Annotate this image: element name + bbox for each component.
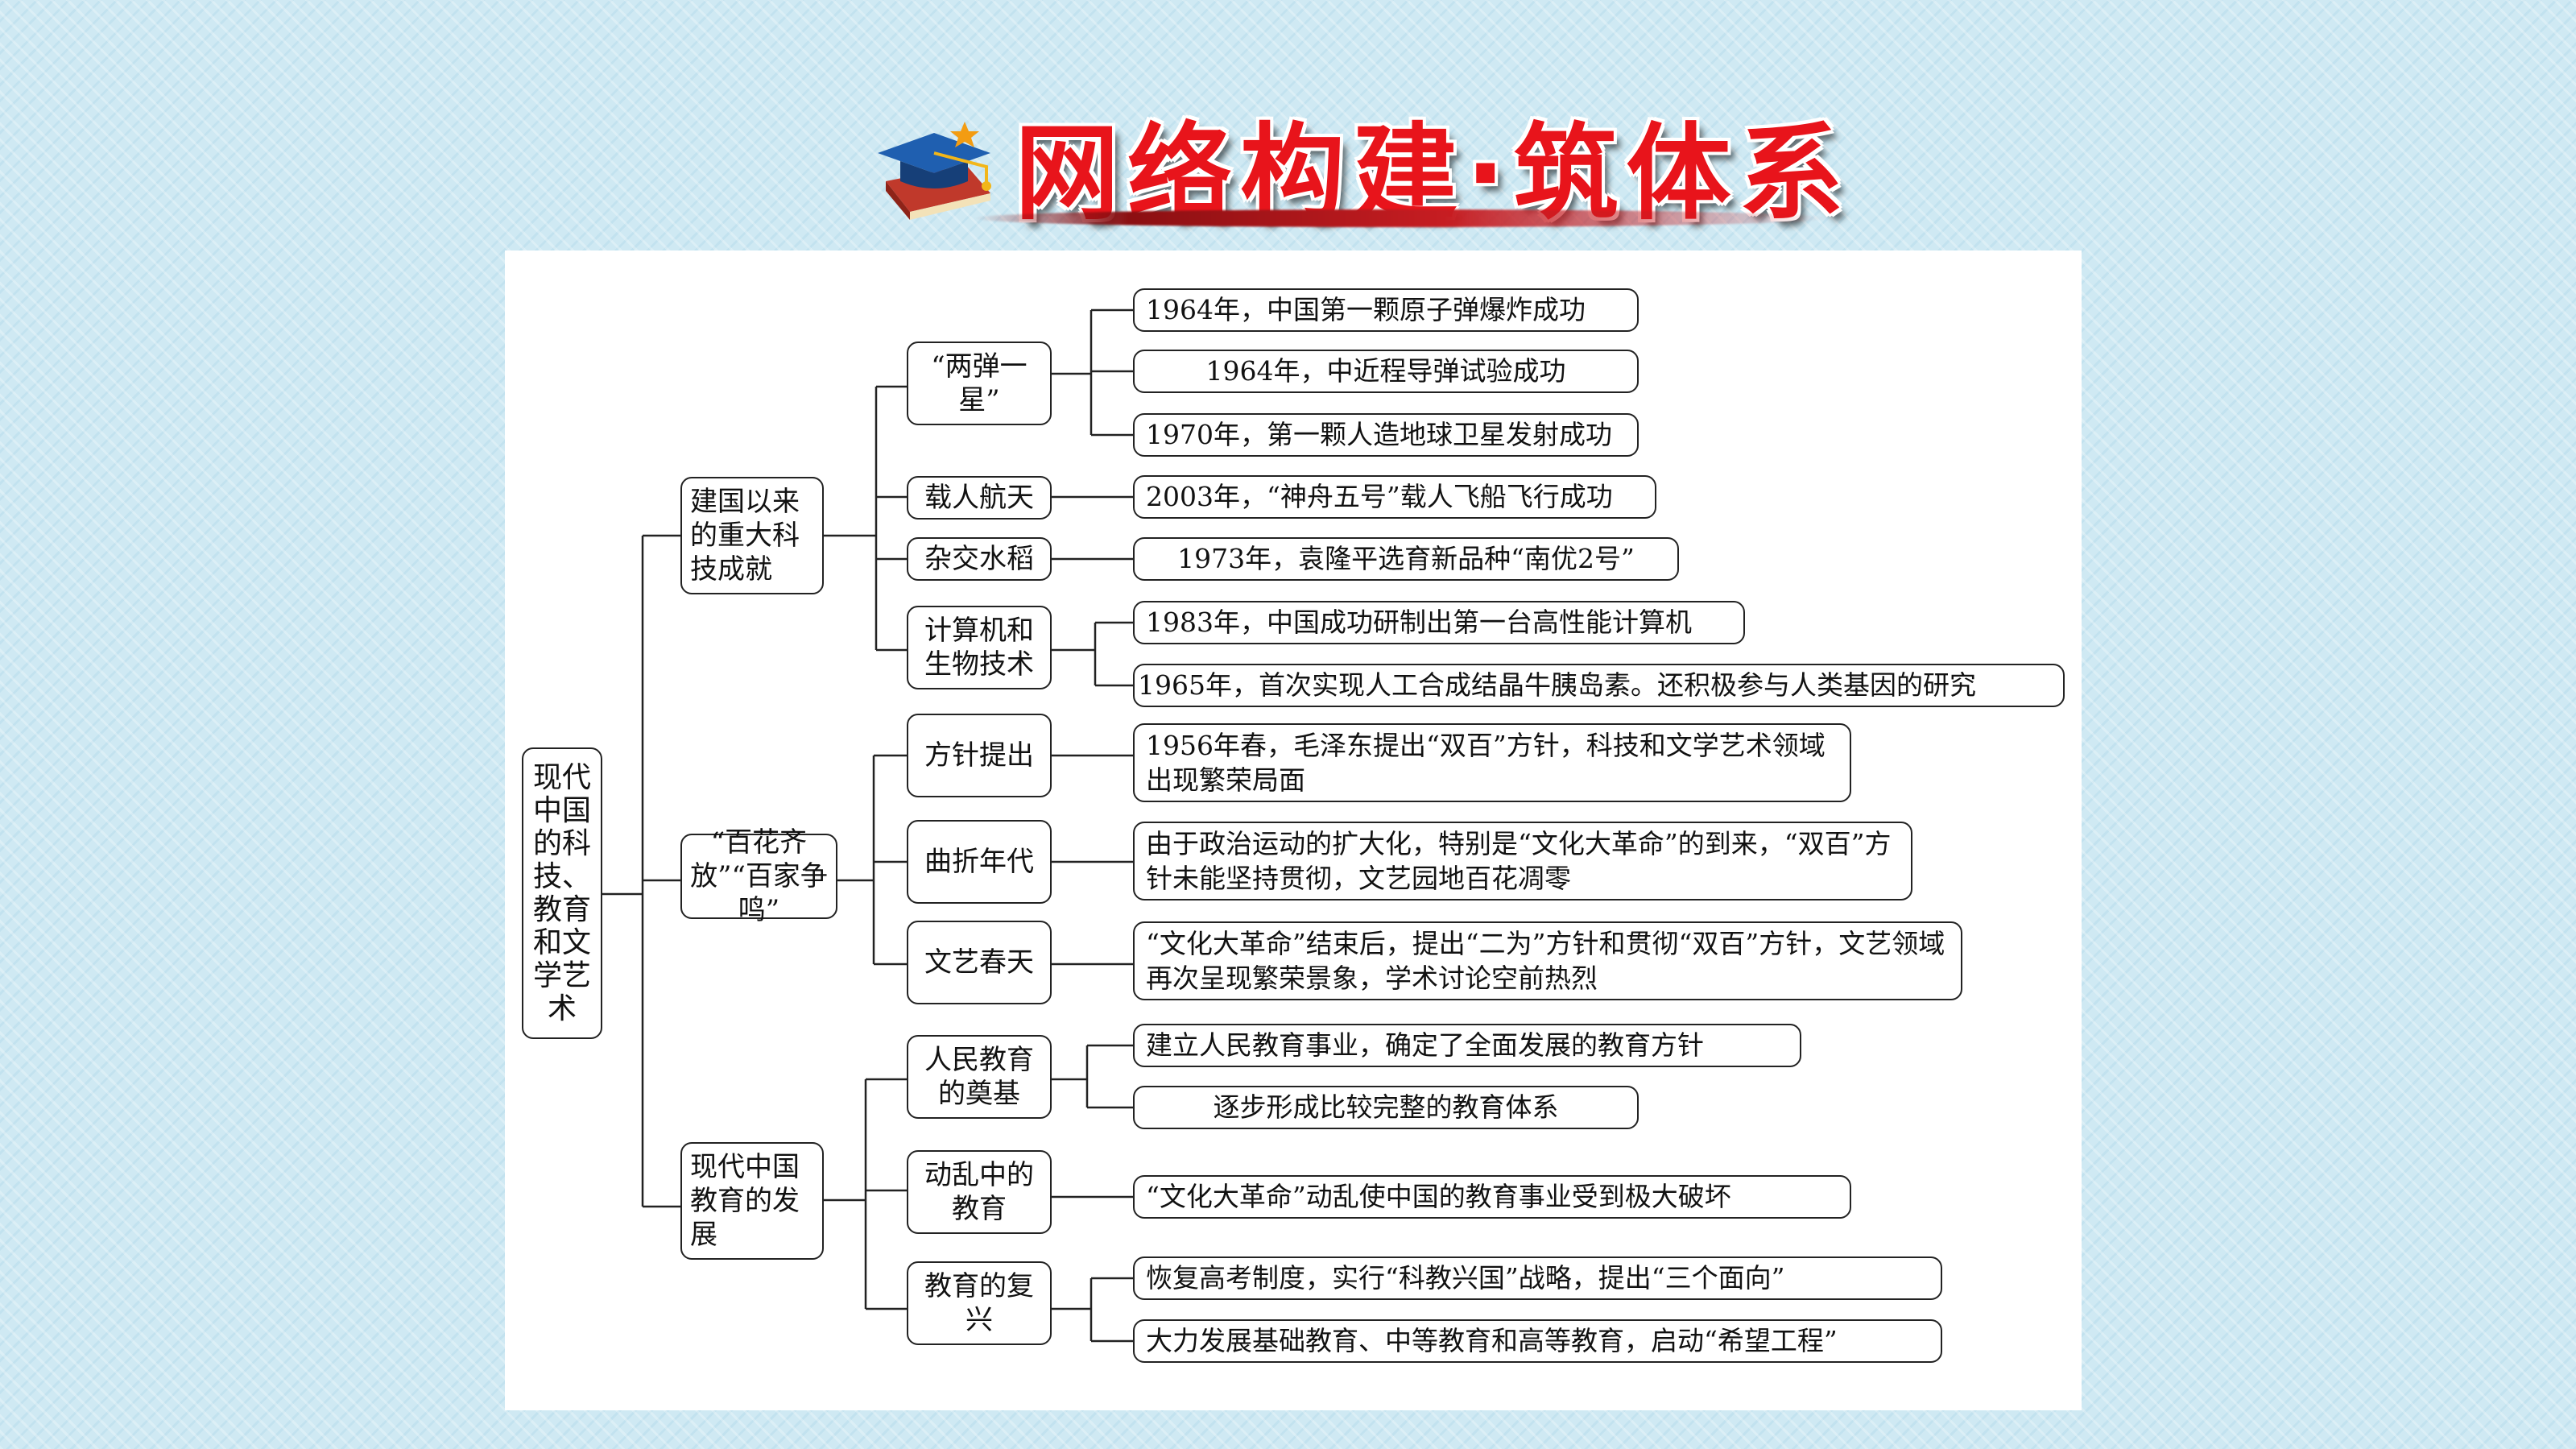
- group-node-computer-biotech: 计算机和生物技术: [907, 606, 1052, 689]
- group-node-education-foundation: 人民教育的奠基: [907, 1035, 1052, 1119]
- title-underline: [974, 209, 1828, 227]
- leaf-double-hundred-1956: 1956年春，毛泽东提出“双百”方针，科技和文学艺术领域出现繁荣局面: [1133, 723, 1851, 802]
- leaf-people-education: 建立人民教育事业，确定了全面发展的教育方针: [1133, 1024, 1801, 1067]
- group-node-education-revival: 教育的复兴: [907, 1261, 1052, 1345]
- group-node-hybrid-rice: 杂交水稻: [907, 537, 1052, 581]
- leaf-hybrid-rice-1973: 1973年，袁隆平选育新品种“南优2号”: [1133, 537, 1679, 581]
- section-header: 网络构建·筑体系: [870, 81, 1876, 242]
- leaf-atomic-bomb-1964: 1964年，中国第一颗原子弹爆炸成功: [1133, 288, 1639, 332]
- leaf-after-cultural-revolution: “文化大革命”结束后，提出“二为”方针和贯彻“双百”方针，文艺领域再次呈现繁荣景…: [1133, 921, 1962, 1000]
- root-node: 现代中国的科技、教育和文学艺术: [522, 747, 602, 1039]
- leaf-cultural-revolution-damage: “文化大革命”动乱使中国的教育事业受到极大破坏: [1133, 1175, 1851, 1219]
- leaf-satellite-1970: 1970年，第一颗人造地球卫星发射成功: [1133, 413, 1639, 457]
- leaf-complete-system: 逐步形成比较完整的教育体系: [1133, 1086, 1639, 1129]
- leaf-hope-project: 大力发展基础教育、中等教育和高等教育，启动“希望工程”: [1133, 1319, 1942, 1363]
- branch-node-education: 现代中国教育的发展: [680, 1142, 824, 1260]
- leaf-computer-1983: 1983年，中国成功研制出第一台高性能计算机: [1133, 601, 1745, 644]
- leaf-insulin-1965: 1965年，首次实现人工合成结晶牛胰岛素。还积极参与人类基因的研究: [1133, 664, 2065, 707]
- group-node-education-in-turmoil: 动乱中的教育: [907, 1150, 1052, 1234]
- leaf-political-campaigns: 由于政治运动的扩大化，特别是“文化大革命”的到来，“双百”方针未能坚持贯彻，文艺…: [1133, 822, 1912, 900]
- branch-node-double-hundred: “百花齐放”“百家争鸣”: [680, 826, 837, 926]
- group-node-policy-proposed: 方针提出: [907, 714, 1052, 797]
- leaf-gaokao-restored: 恢复高考制度，实行“科教兴国”战略，提出“三个面向”: [1133, 1256, 1942, 1300]
- leaf-missile-test-1964: 1964年，中近程导弹试验成功: [1133, 350, 1639, 393]
- leaf-shenzhou-5-2003: 2003年，“神舟五号”载人飞船飞行成功: [1133, 475, 1656, 519]
- branch-node-sci-tech: 建国以来的重大科技成就: [680, 477, 824, 594]
- group-node-twisting-years: 曲折年代: [907, 820, 1052, 904]
- group-node-two-bombs-one-star: “两弹一星”: [907, 342, 1052, 425]
- group-node-literary-spring: 文艺春天: [907, 921, 1052, 1004]
- graduation-cap-on-book-icon: [878, 122, 991, 220]
- group-node-manned-spaceflight: 载人航天: [907, 476, 1052, 520]
